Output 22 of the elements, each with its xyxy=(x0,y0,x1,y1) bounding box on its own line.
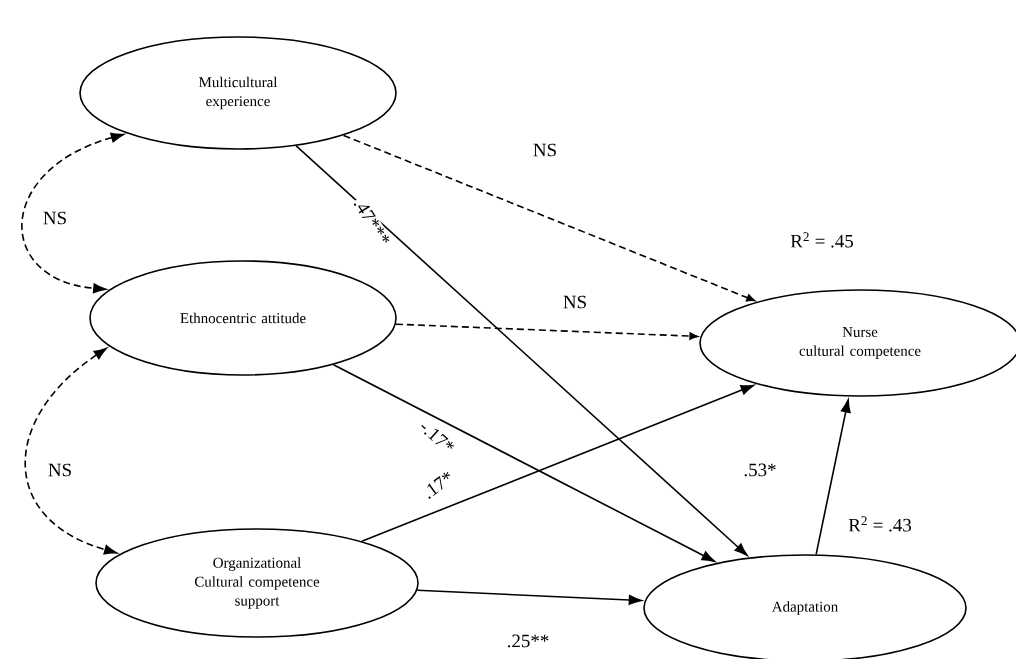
edge-label: .17* xyxy=(419,468,457,502)
arrow xyxy=(295,145,748,556)
arrow xyxy=(24,347,118,555)
arrow xyxy=(342,134,756,302)
r-squared-label: R$^{2}$ = .43 xyxy=(848,516,912,532)
edge-label: NS xyxy=(531,142,559,158)
edge-label: .25** xyxy=(505,633,551,649)
r-squared-label: R$^{2}$ = .45 xyxy=(790,232,854,248)
edge-label: NS xyxy=(561,294,589,310)
arrow xyxy=(395,323,699,340)
ellipse-node: Organizational Cultural competence support xyxy=(95,528,419,638)
arrow xyxy=(332,363,715,562)
arrow xyxy=(815,399,851,556)
arrow xyxy=(361,384,754,543)
arrow xyxy=(21,132,125,294)
ellipse-node: Multicultural experience xyxy=(79,36,397,150)
arrow xyxy=(416,589,642,605)
edge-label: -.17* xyxy=(416,417,458,457)
edge-label: .53* xyxy=(742,462,778,478)
edge-label: NS xyxy=(46,462,74,478)
edge-label: NS xyxy=(41,210,69,226)
ellipse-node: Ethnocentric attitude xyxy=(89,260,397,376)
